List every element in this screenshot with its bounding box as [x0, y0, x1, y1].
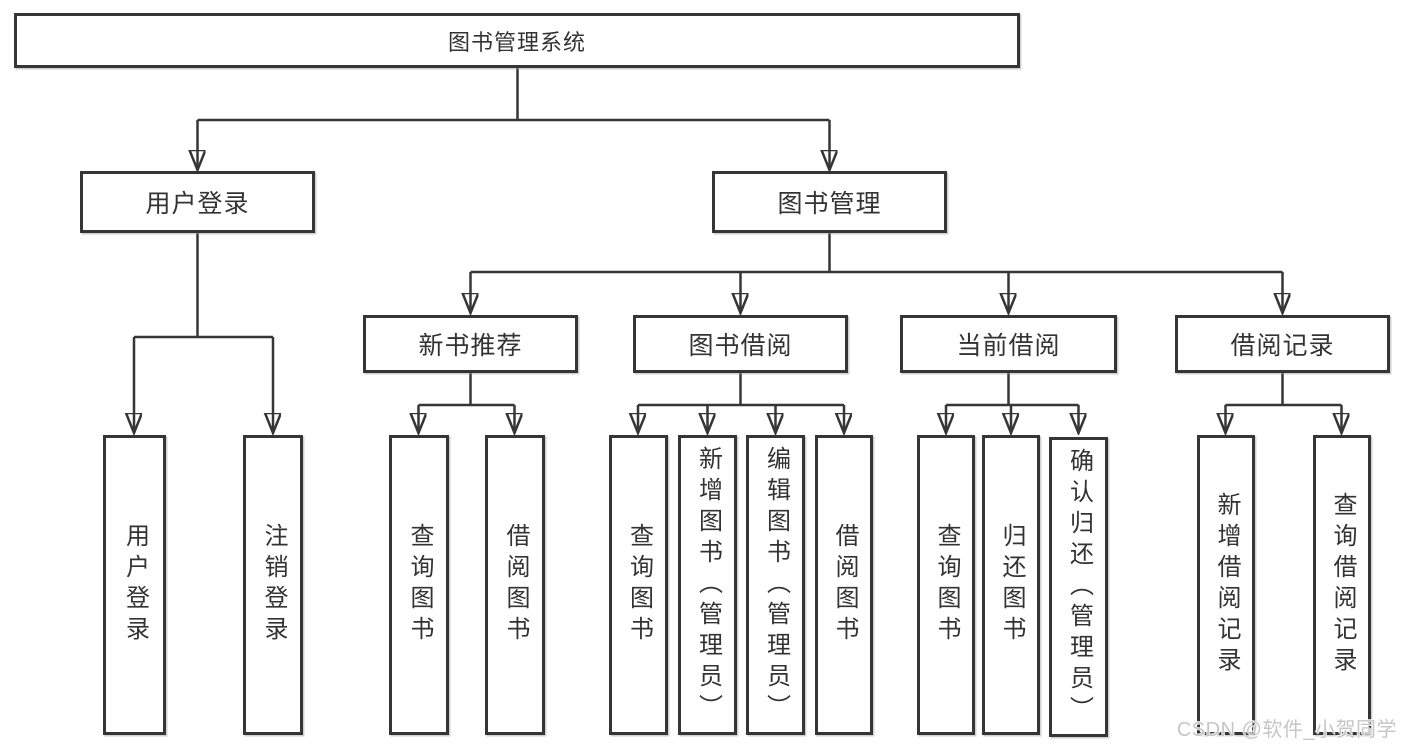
csdn-watermark: CSDN @软件_小贺同学 — [1176, 719, 1397, 741]
leaf-query-books-current: 查询图书 — [917, 435, 975, 735]
node-book-management: 图书管理 — [712, 171, 947, 233]
node-current-borrow: 当前借阅 — [900, 315, 1117, 373]
leaf-query-borrow-record: 查询借阅记录 — [1313, 435, 1371, 735]
node-root: 图书管理系统 — [14, 13, 1020, 68]
leaf-return-book: 归还图书 — [982, 435, 1040, 735]
node-book-borrow: 图书借阅 — [633, 315, 848, 373]
leaf-user-login: 用户登录 — [103, 435, 166, 735]
node-new-book-recommend: 新书推荐 — [363, 315, 578, 373]
leaf-add-book-admin: 新增图书（管理员） — [678, 435, 737, 735]
leaf-logout: 注销登录 — [243, 435, 303, 735]
leaf-confirm-return-admin: 确认归还（管理员） — [1049, 437, 1108, 737]
leaf-edit-book-admin: 编辑图书（管理员） — [746, 435, 805, 735]
node-borrow-records: 借阅记录 — [1175, 315, 1390, 373]
node-user-login: 用户登录 — [80, 171, 315, 233]
leaf-query-books-recommend: 查询图书 — [389, 435, 449, 735]
leaf-borrow-books-recommend: 借阅图书 — [485, 435, 545, 735]
leaf-add-borrow-record: 新增借阅记录 — [1197, 435, 1255, 735]
leaf-borrow-books-borrow: 借阅图书 — [815, 435, 873, 735]
leaf-query-books-borrow: 查询图书 — [609, 435, 668, 735]
